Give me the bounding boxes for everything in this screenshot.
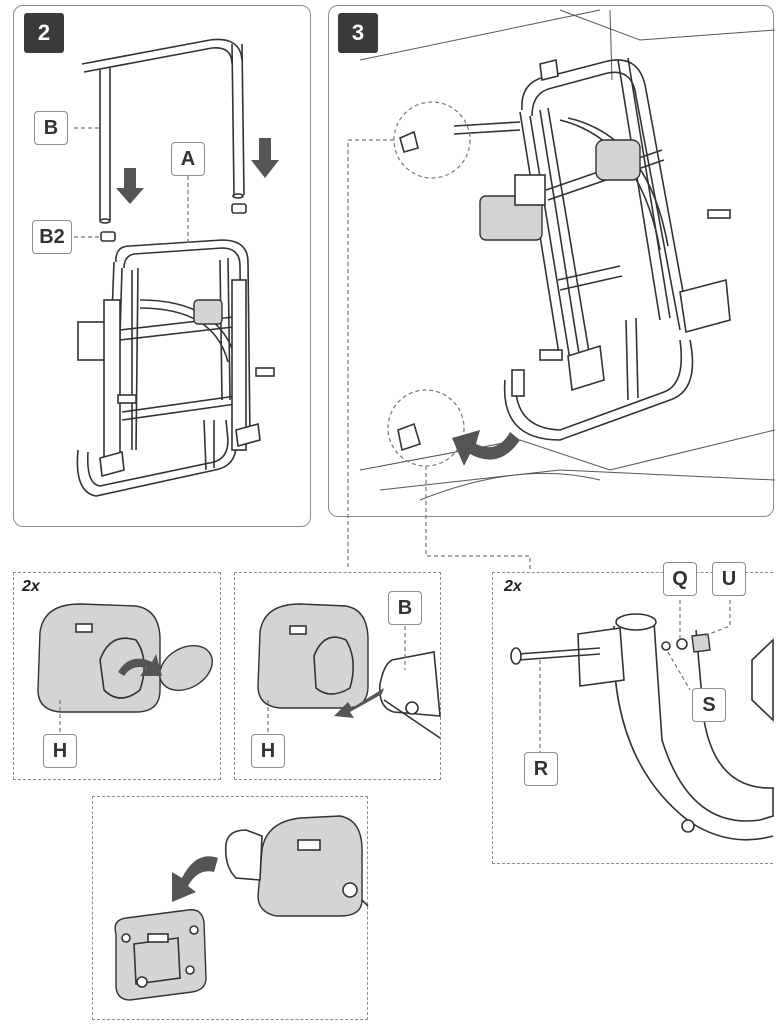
part-label-U: U xyxy=(712,562,746,596)
leader-bottom-detail xyxy=(425,466,531,572)
end-cap-housing-right xyxy=(257,603,369,709)
detail-circle-bottom xyxy=(387,389,465,467)
leader-top-detail xyxy=(347,139,394,570)
leader-S xyxy=(667,651,691,691)
step3-car-background xyxy=(359,9,776,501)
detail-bolt-panel xyxy=(492,572,773,864)
part-label-H-right: H xyxy=(251,734,285,768)
part-label-Q: Q xyxy=(663,562,697,596)
end-cap-disc xyxy=(159,645,213,691)
washer-S xyxy=(661,641,671,651)
push-arrow-icon xyxy=(334,688,384,718)
step-2-badge: 2 xyxy=(24,13,64,53)
step2-top-tube xyxy=(81,38,245,224)
part-label-R: R xyxy=(524,752,558,786)
part-label-B: B xyxy=(34,111,68,145)
curved-arrow-icon xyxy=(172,856,218,902)
quantity-left: 2x xyxy=(22,578,40,595)
part-label-A: A xyxy=(171,142,205,176)
curved-arrow-icon xyxy=(118,654,162,676)
end-cap-housing-bottom xyxy=(224,815,369,917)
part-label-B-detail: B xyxy=(388,591,422,625)
part-label-B2: B2 xyxy=(32,220,72,254)
step-3-badge: 3 xyxy=(338,13,378,53)
tube-end-B xyxy=(378,651,441,739)
part-label-S: S xyxy=(692,688,726,722)
end-cap-housing-left xyxy=(37,603,161,713)
down-arrow-icon xyxy=(116,138,279,204)
step2-frame xyxy=(76,239,275,497)
bolt-R xyxy=(517,647,601,661)
curved-arrow-icon xyxy=(452,430,520,466)
detail-bracket-panel xyxy=(92,796,368,1020)
detail-cap-insert-panel xyxy=(234,572,441,780)
step3-frame xyxy=(453,57,731,441)
quantity-right: 2x xyxy=(504,578,522,595)
leader-U xyxy=(703,600,731,637)
step-2-panel xyxy=(13,5,311,527)
clamp-bracket xyxy=(577,627,625,687)
part-label-H-left: H xyxy=(43,734,77,768)
detail-cap-removal-panel xyxy=(13,572,221,780)
washer-Q xyxy=(676,638,688,650)
nut-U xyxy=(691,633,711,653)
mounting-bracket xyxy=(114,909,207,1001)
